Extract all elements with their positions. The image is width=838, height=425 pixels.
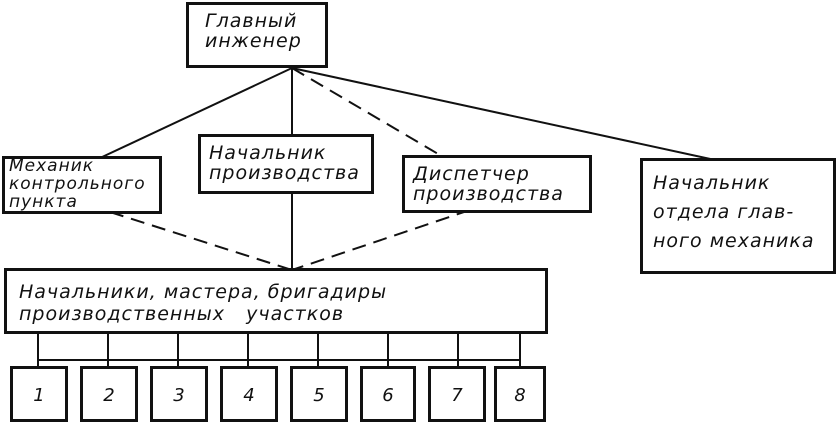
chief-mechanic-dept-head-box: Начальник отдела глав- ного механика bbox=[640, 158, 836, 274]
unit-number: 5 bbox=[313, 385, 325, 406]
unit-number: 1 bbox=[33, 385, 45, 406]
unit-number: 6 bbox=[382, 385, 394, 406]
chief-engineer-box: Главный инженер bbox=[186, 2, 328, 68]
unit-number: 8 bbox=[514, 385, 526, 406]
section-leaders-box: Начальники, мастера, бригадиры производс… bbox=[4, 268, 548, 334]
unit-number: 3 bbox=[173, 385, 185, 406]
link-chief-to-mechanic bbox=[99, 67, 293, 159]
link-dispatcher-to-leaders bbox=[291, 209, 471, 271]
chief-engineer-label: Главный инженер bbox=[205, 10, 302, 52]
unit-box-2: 2 bbox=[80, 366, 138, 422]
unit-box-4: 4 bbox=[220, 366, 278, 422]
chief-mechanic-dept-head-label: Начальник отдела глав- ного механика bbox=[653, 172, 815, 252]
production-head-box: Начальник производства bbox=[198, 134, 374, 194]
unit-number: 4 bbox=[243, 385, 255, 406]
production-dispatcher-box: Диспетчер производства bbox=[402, 155, 592, 213]
unit-number: 2 bbox=[103, 385, 115, 406]
unit-box-5: 5 bbox=[290, 366, 348, 422]
unit-box-7: 7 bbox=[428, 366, 486, 422]
unit-number: 7 bbox=[451, 385, 463, 406]
section-leaders-label: Начальники, мастера, бригадиры производс… bbox=[19, 281, 388, 325]
production-dispatcher-label: Диспетчер производства bbox=[413, 163, 564, 205]
production-head-label: Начальник производства bbox=[209, 142, 360, 184]
unit-box-1: 1 bbox=[10, 366, 68, 422]
checkpoint-mechanic-label: Механик контрольного пункта bbox=[9, 156, 146, 212]
link-chief-to-dept-head bbox=[291, 67, 716, 161]
link-chief-to-dispatcher bbox=[291, 67, 446, 159]
unit-box-6: 6 bbox=[360, 366, 416, 422]
link-mechanic-to-leaders bbox=[109, 211, 293, 271]
checkpoint-mechanic-box: Механик контрольного пункта bbox=[2, 156, 162, 214]
unit-box-8: 8 bbox=[494, 366, 546, 422]
unit-box-3: 3 bbox=[150, 366, 208, 422]
